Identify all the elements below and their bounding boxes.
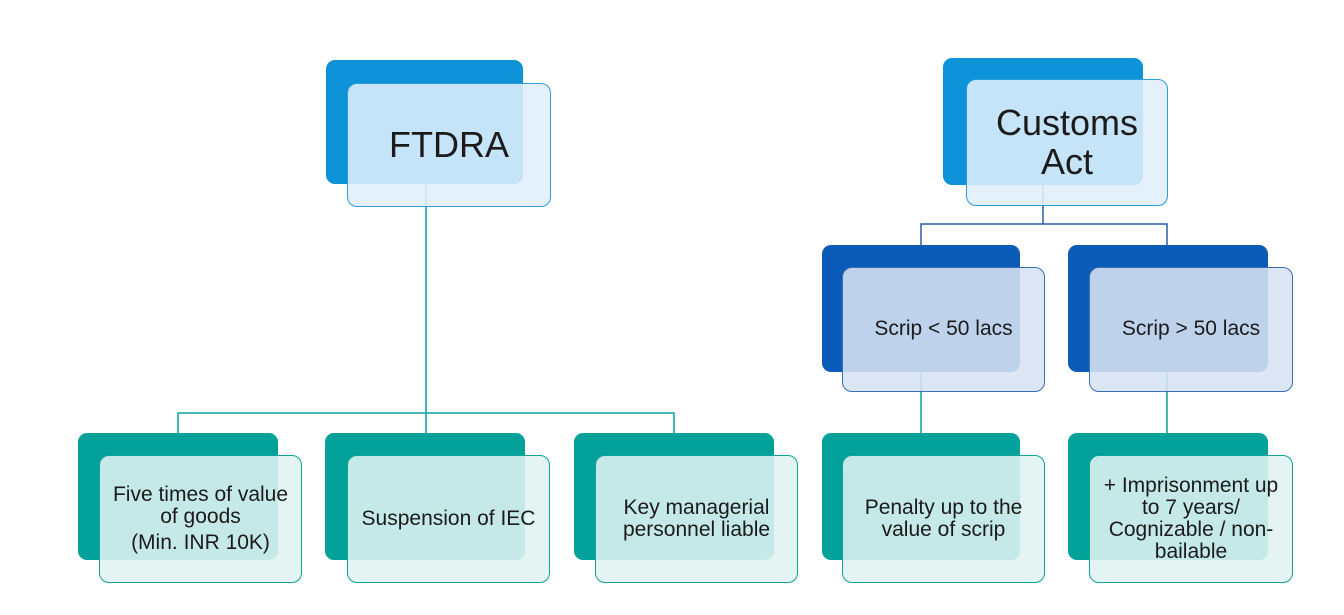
node-imprisonment-label: + Imprisonment up to 7 years/ Cognizable…: [1103, 473, 1279, 564]
node-five-times: Five times of value of goods (Min. INR 1…: [99, 455, 302, 583]
node-scrip-gt-50-label: Scrip > 50 lacs: [1121, 317, 1261, 341]
node-customs-act-label: Customs Act: [995, 101, 1139, 182]
node-scrip-lt-50-label: Scrip < 50 lacs: [874, 317, 1013, 341]
node-suspension-iec: Suspension of IEC: [347, 455, 550, 583]
node-five-times-label: Five times of value of goods: [112, 482, 289, 528]
node-scrip-lt-50: Scrip < 50 lacs: [842, 267, 1045, 392]
node-five-times-sublabel: (Min. INR 10K): [131, 531, 270, 555]
node-key-managerial: Key managerial personnel liable: [595, 455, 798, 583]
node-suspension-iec-label: Suspension of IEC: [361, 506, 536, 530]
node-imprisonment: + Imprisonment up to 7 years/ Cognizable…: [1089, 455, 1293, 583]
node-ftdra: FTDRA: [347, 83, 551, 207]
node-penalty-label: Penalty up to the value of scrip: [864, 495, 1023, 541]
node-ftdra-label: FTDRA: [389, 123, 509, 165]
node-key-managerial-label: Key managerial personnel liable: [622, 495, 771, 541]
node-penalty: Penalty up to the value of scrip: [842, 455, 1045, 583]
node-scrip-gt-50: Scrip > 50 lacs: [1089, 267, 1293, 392]
node-customs-act: Customs Act: [966, 79, 1168, 206]
